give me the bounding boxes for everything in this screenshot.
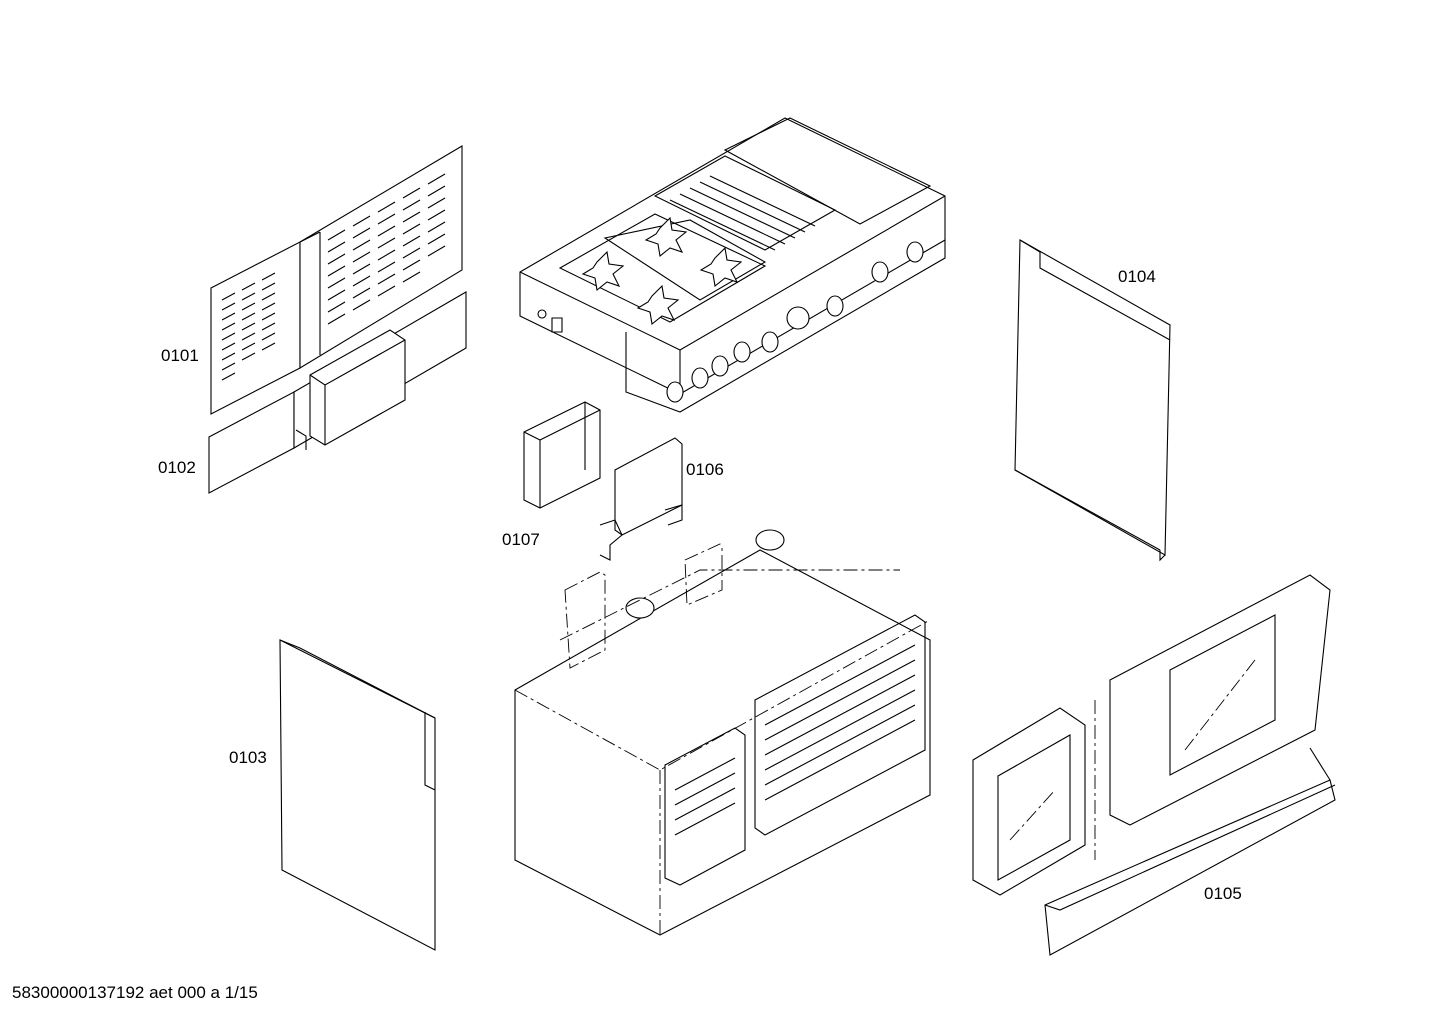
callout-0103: 0103: [229, 748, 267, 767]
part-0104-side-panel: [1015, 240, 1170, 560]
callout-0104: 0104: [1118, 267, 1156, 286]
callout-0102: 0102: [158, 458, 196, 477]
callout-0106: 0106: [686, 460, 724, 479]
callout-0105: 0105: [1204, 884, 1242, 903]
part-cooktop: [520, 118, 945, 412]
part-doors: [973, 575, 1335, 955]
part-0107-bracket: [524, 402, 600, 508]
part-0106-bracket: [600, 438, 682, 560]
callout-0107: 0107: [502, 530, 540, 549]
part-0102-lower-rear-panel: [209, 292, 466, 493]
document-id-footer: 58300000137192 aet 000 a 1/15: [12, 983, 258, 1002]
callout-0101: 0101: [161, 346, 199, 365]
part-oven-body: [515, 530, 930, 935]
part-0101-rear-panel: [211, 146, 462, 414]
part-0103-side-panel: [280, 640, 435, 950]
